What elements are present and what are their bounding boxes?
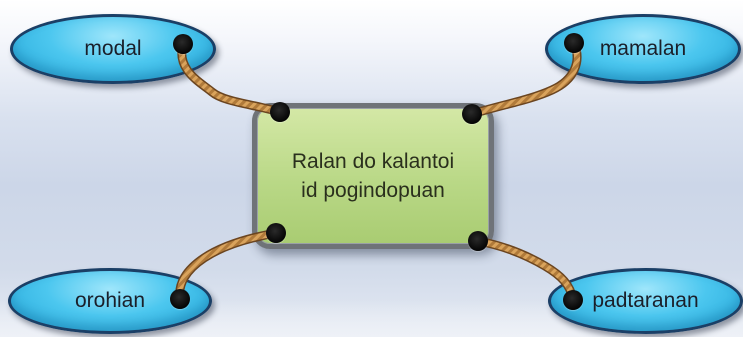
node-label-modal: modal <box>84 37 142 60</box>
grommet-padtaranan <box>563 290 583 310</box>
grommet-center-bottom-left <box>266 223 286 243</box>
rope-bottom-right <box>473 236 578 304</box>
grommet-center-top-right <box>462 104 482 124</box>
grommet-center-bottom-right <box>468 231 488 251</box>
grommet-orohian <box>170 289 190 309</box>
node-label-orohian: orohian <box>74 289 146 312</box>
center-topic-box: Ralan do kalantoi id pogindopuan <box>252 103 494 249</box>
grommet-mamalan <box>564 33 584 53</box>
grommet-center-top-left <box>270 102 290 122</box>
node-label-mamalan: mamalan <box>599 37 687 60</box>
center-topic-label: Ralan do kalantoi id pogindopuan <box>291 150 455 202</box>
rope-top-right <box>467 38 582 119</box>
grommet-modal <box>173 34 193 54</box>
node-label-padtaranan: padtaranan <box>592 289 699 312</box>
